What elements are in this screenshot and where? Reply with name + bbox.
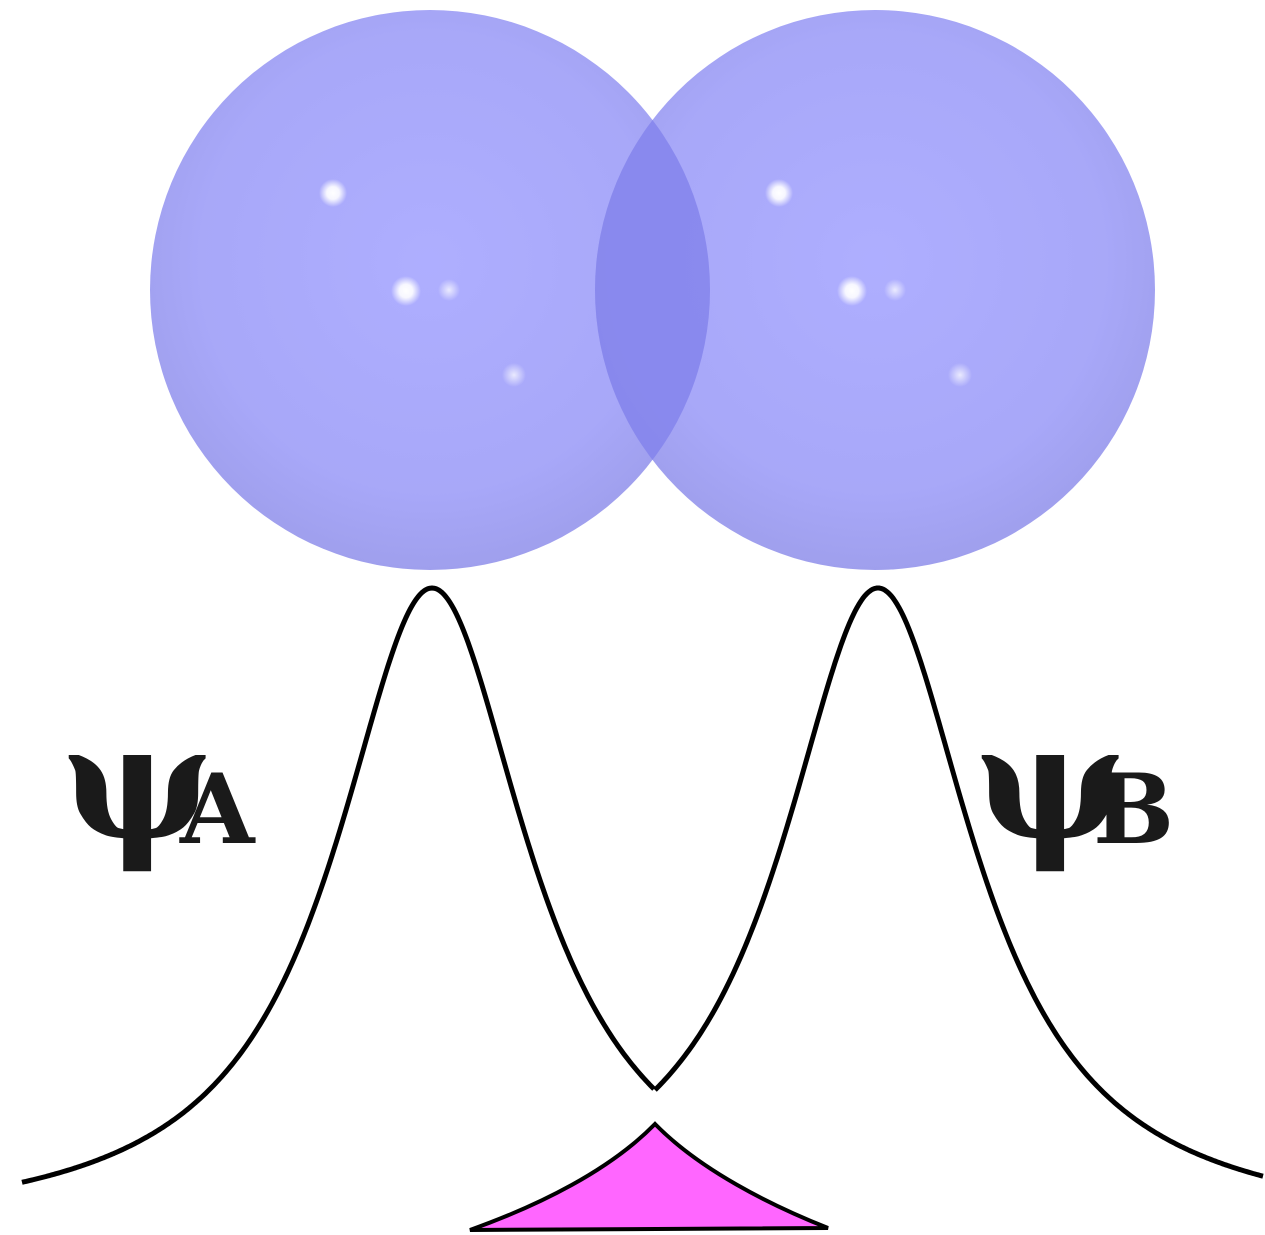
- psi-a-symbol: ψ: [62, 688, 213, 876]
- atom-b-highlights: [765, 179, 972, 387]
- psi-b-subscript: B: [1093, 753, 1174, 866]
- wavefunction-b-curve: [653, 585, 1264, 1179]
- psi-a-subscript: A: [179, 753, 256, 866]
- wavefunction-overlap-area: [469, 1121, 829, 1232]
- wavefunction-a-curve: [21, 585, 656, 1185]
- psi-b-symbol: ψ: [975, 688, 1126, 876]
- atom-a-highlights: [319, 179, 526, 387]
- atom-b-sphere: [595, 10, 1155, 570]
- atom-a-sphere: [150, 10, 710, 570]
